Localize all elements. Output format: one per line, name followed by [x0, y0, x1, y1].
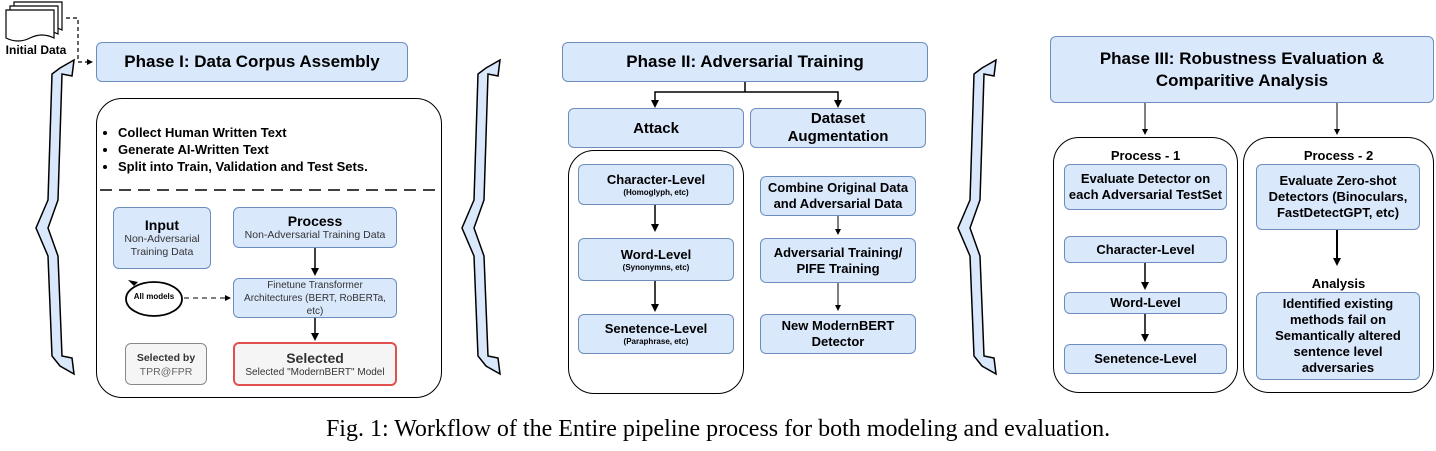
phase-bracket-1 — [35, 58, 75, 376]
eval-detector-box: Evaluate Detector on each Adversarial Te… — [1064, 164, 1227, 210]
bullet-item: Split into Train, Validation and Test Se… — [118, 158, 436, 175]
finetune-text: Finetune Transformer Architectures (BERT… — [244, 279, 386, 317]
process2-label: Process - 2 — [1303, 148, 1374, 163]
selected-title: Selected — [286, 349, 344, 366]
process-box: Process Non-Adversarial Training Data — [233, 207, 397, 248]
branch-phase2 — [654, 82, 839, 104]
sentence-level-box: Senetence-Level (Paraphrase, etc) — [578, 314, 734, 354]
word-level-title: Word-Level — [620, 246, 692, 262]
eval-zeroshot-box: Evaluate Zero-shot Detectors (Binoculars… — [1256, 164, 1420, 230]
input-title: Input — [144, 217, 180, 233]
analysis-label: Analysis — [1311, 276, 1366, 291]
selected-model-box: Selected Selected "ModernBERT" Model — [233, 342, 397, 386]
process-subtitle: Non-Adversarial Training Data — [244, 229, 386, 241]
document-stack-icon — [5, 1, 63, 42]
process1-label: Process - 1 — [1110, 148, 1181, 163]
finetune-box: Finetune Transformer Architectures (BERT… — [233, 278, 397, 318]
bullet-item: Generate AI-Written Text — [118, 141, 436, 158]
sentence-level3-box: Senetence-Level — [1064, 344, 1227, 374]
selected-by-subtitle: TPR@FPR — [139, 365, 193, 378]
char-level3-box: Character-Level — [1064, 236, 1227, 263]
attack-container — [568, 150, 744, 394]
phase1-container — [96, 98, 442, 398]
phase-bracket-2 — [461, 58, 501, 376]
sentence-level-sub: (Paraphrase, etc) — [623, 337, 689, 346]
process2-container — [1243, 137, 1434, 393]
char-level-title: Character-Level — [606, 171, 706, 187]
adv-training-box: Adversarial Training/ PIFE Training — [760, 238, 916, 283]
selected-by-box: Selected by TPR@FPR — [125, 343, 207, 385]
new-detector-box: New ModernBERT Detector — [760, 314, 916, 354]
selected-subtitle: Selected "ModernBERT" Model — [245, 366, 385, 378]
initial-data-label: Initial Data — [5, 43, 67, 57]
word-level-box: Word-Level (Synonymns, etc) — [578, 238, 734, 281]
process-title: Process — [287, 213, 343, 229]
phase-bracket-3 — [957, 58, 997, 376]
augmentation-box: Dataset Augmentation — [750, 108, 926, 148]
phase1-title: Phase I: Data Corpus Assembly — [96, 42, 408, 82]
phase1-bullets: Collect Human Written Text Generate AI-W… — [96, 124, 436, 175]
phase3-title: Phase III: Robustness Evaluation & Compa… — [1050, 36, 1434, 103]
figure-caption: Fig. 1: Workflow of the Entire pipeline … — [325, 416, 1111, 442]
all-models-label: All models — [133, 292, 175, 301]
sentence-level-title: Senetence-Level — [604, 321, 708, 336]
input-box: Input Non-Adversarial Training Data — [113, 207, 211, 269]
selected-by-title: Selected by — [136, 351, 196, 364]
word-level3-box: Word-Level — [1064, 292, 1227, 314]
all-models-ellipse — [125, 281, 183, 317]
bullet-item: Collect Human Written Text — [118, 124, 436, 141]
phase2-title: Phase II: Adversarial Training — [562, 42, 928, 82]
input-subtitle: Non-Adversarial Training Data — [124, 233, 200, 258]
identified-box: Identified existing methods fail on Sema… — [1256, 292, 1420, 380]
initial-data-connector — [66, 17, 93, 65]
char-level-sub: (Homoglyph, etc) — [623, 187, 689, 197]
combine-box: Combine Original Data and Adversarial Da… — [760, 176, 916, 216]
attack-box: Attack — [568, 108, 744, 148]
char-level-box: Character-Level (Homoglyph, etc) — [578, 164, 734, 205]
process1-container — [1053, 137, 1238, 393]
word-level-sub: (Synonymns, etc) — [622, 262, 690, 272]
